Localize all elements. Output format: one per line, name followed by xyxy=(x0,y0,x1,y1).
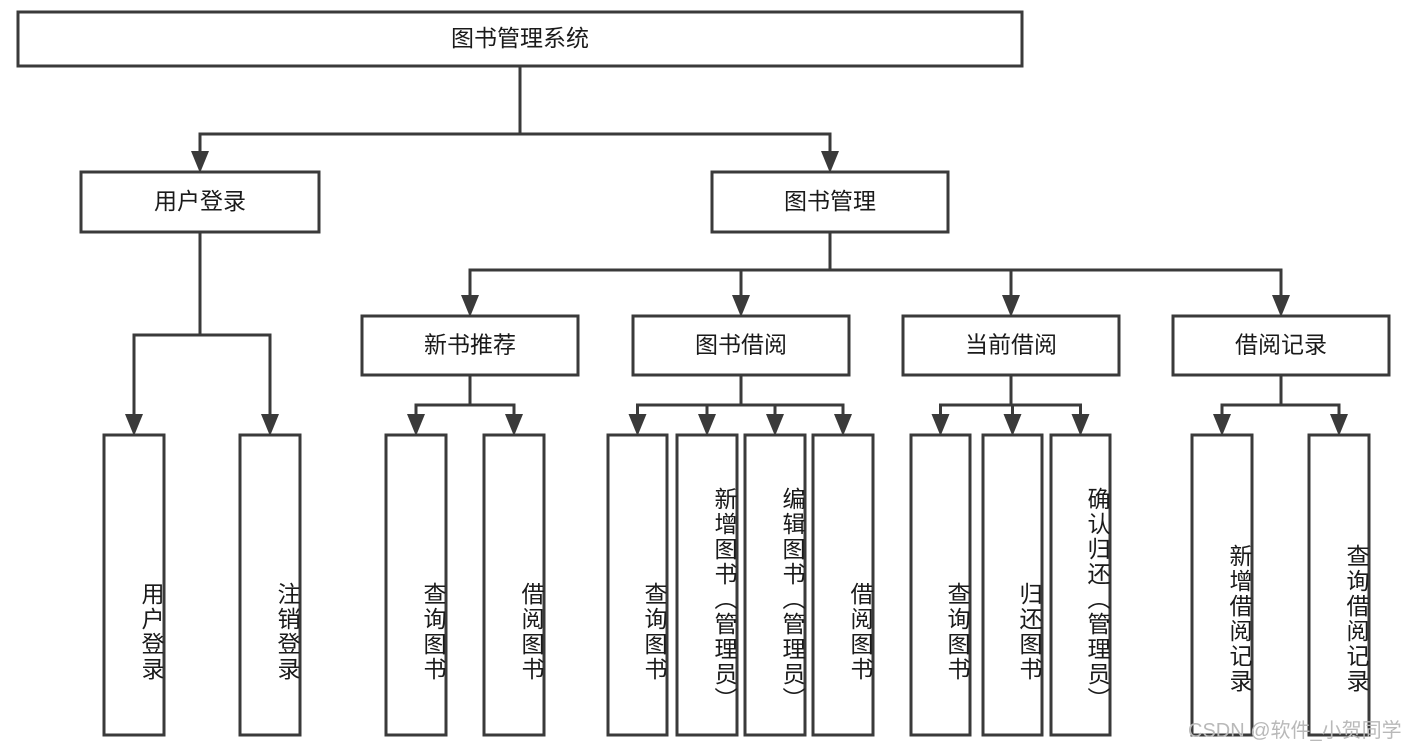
node-leaf-box-5[interactable] xyxy=(675,433,739,737)
arrow-head-icon xyxy=(461,295,479,317)
node-leaf-box-8[interactable] xyxy=(909,433,972,737)
arrow-head-icon xyxy=(407,414,425,436)
node-leaf-box-0[interactable] xyxy=(102,433,166,737)
arrow-head-icon xyxy=(261,414,279,436)
arrow-head-icon xyxy=(698,414,716,436)
arrow-head-icon xyxy=(931,414,950,436)
arrow-head-icon xyxy=(1272,295,1290,317)
arrow-head-icon xyxy=(834,414,852,436)
arrow-head-icon xyxy=(1213,414,1231,436)
node-level3-label-1: 图书借阅 xyxy=(695,332,787,358)
node-level2-label-0: 用户登录 xyxy=(154,188,246,214)
node-level2-box-1[interactable] xyxy=(710,170,950,234)
node-leaf-box-12[interactable] xyxy=(1307,433,1371,737)
node-level3-box-2[interactable] xyxy=(901,314,1121,377)
node-leaf-box-4[interactable] xyxy=(606,433,669,737)
node-level2-box-0[interactable] xyxy=(79,170,321,234)
arrow-head-icon xyxy=(191,151,209,173)
node-leaf-box-6[interactable] xyxy=(743,433,807,737)
node-level3-label-3: 借阅记录 xyxy=(1235,332,1327,358)
arrow-head-icon xyxy=(628,414,647,436)
node-level3-box-3[interactable] xyxy=(1171,314,1391,377)
node-leaf-box-2[interactable] xyxy=(384,433,448,737)
arrow-head-icon xyxy=(505,414,523,436)
node-leaf-box-1[interactable] xyxy=(238,433,302,737)
arrow-head-icon xyxy=(821,151,839,173)
node-root-label: 图书管理系统 xyxy=(451,25,589,51)
node-level3-label-2: 当前借阅 xyxy=(965,332,1057,358)
arrow-head-icon xyxy=(766,414,784,436)
arrow-head-icon xyxy=(732,295,750,317)
node-level3-label-0: 新书推荐 xyxy=(424,332,516,358)
arrow-head-icon xyxy=(1330,414,1348,436)
arrow-head-icon xyxy=(1071,414,1090,436)
node-level3-box-1[interactable] xyxy=(631,314,851,377)
arrow-head-icon xyxy=(1003,414,1022,436)
node-leaf-box-7[interactable] xyxy=(811,433,875,737)
csdn-watermark: CSDN @软件_小贺同学 xyxy=(1188,720,1402,742)
node-leaf-box-3[interactable] xyxy=(482,433,546,737)
node-root-box[interactable] xyxy=(16,10,1024,68)
connector-layer xyxy=(125,64,1348,436)
node-level3-box-0[interactable] xyxy=(360,314,580,377)
node-leaf-box-11[interactable] xyxy=(1190,433,1254,737)
node-level2-label-1: 图书管理 xyxy=(784,188,876,214)
node-box-layer xyxy=(16,10,1391,737)
arrow-head-icon xyxy=(1002,295,1020,317)
node-leaf-box-9[interactable] xyxy=(981,433,1044,737)
arrow-head-icon xyxy=(125,414,143,436)
node-leaf-box-10[interactable] xyxy=(1049,433,1112,737)
